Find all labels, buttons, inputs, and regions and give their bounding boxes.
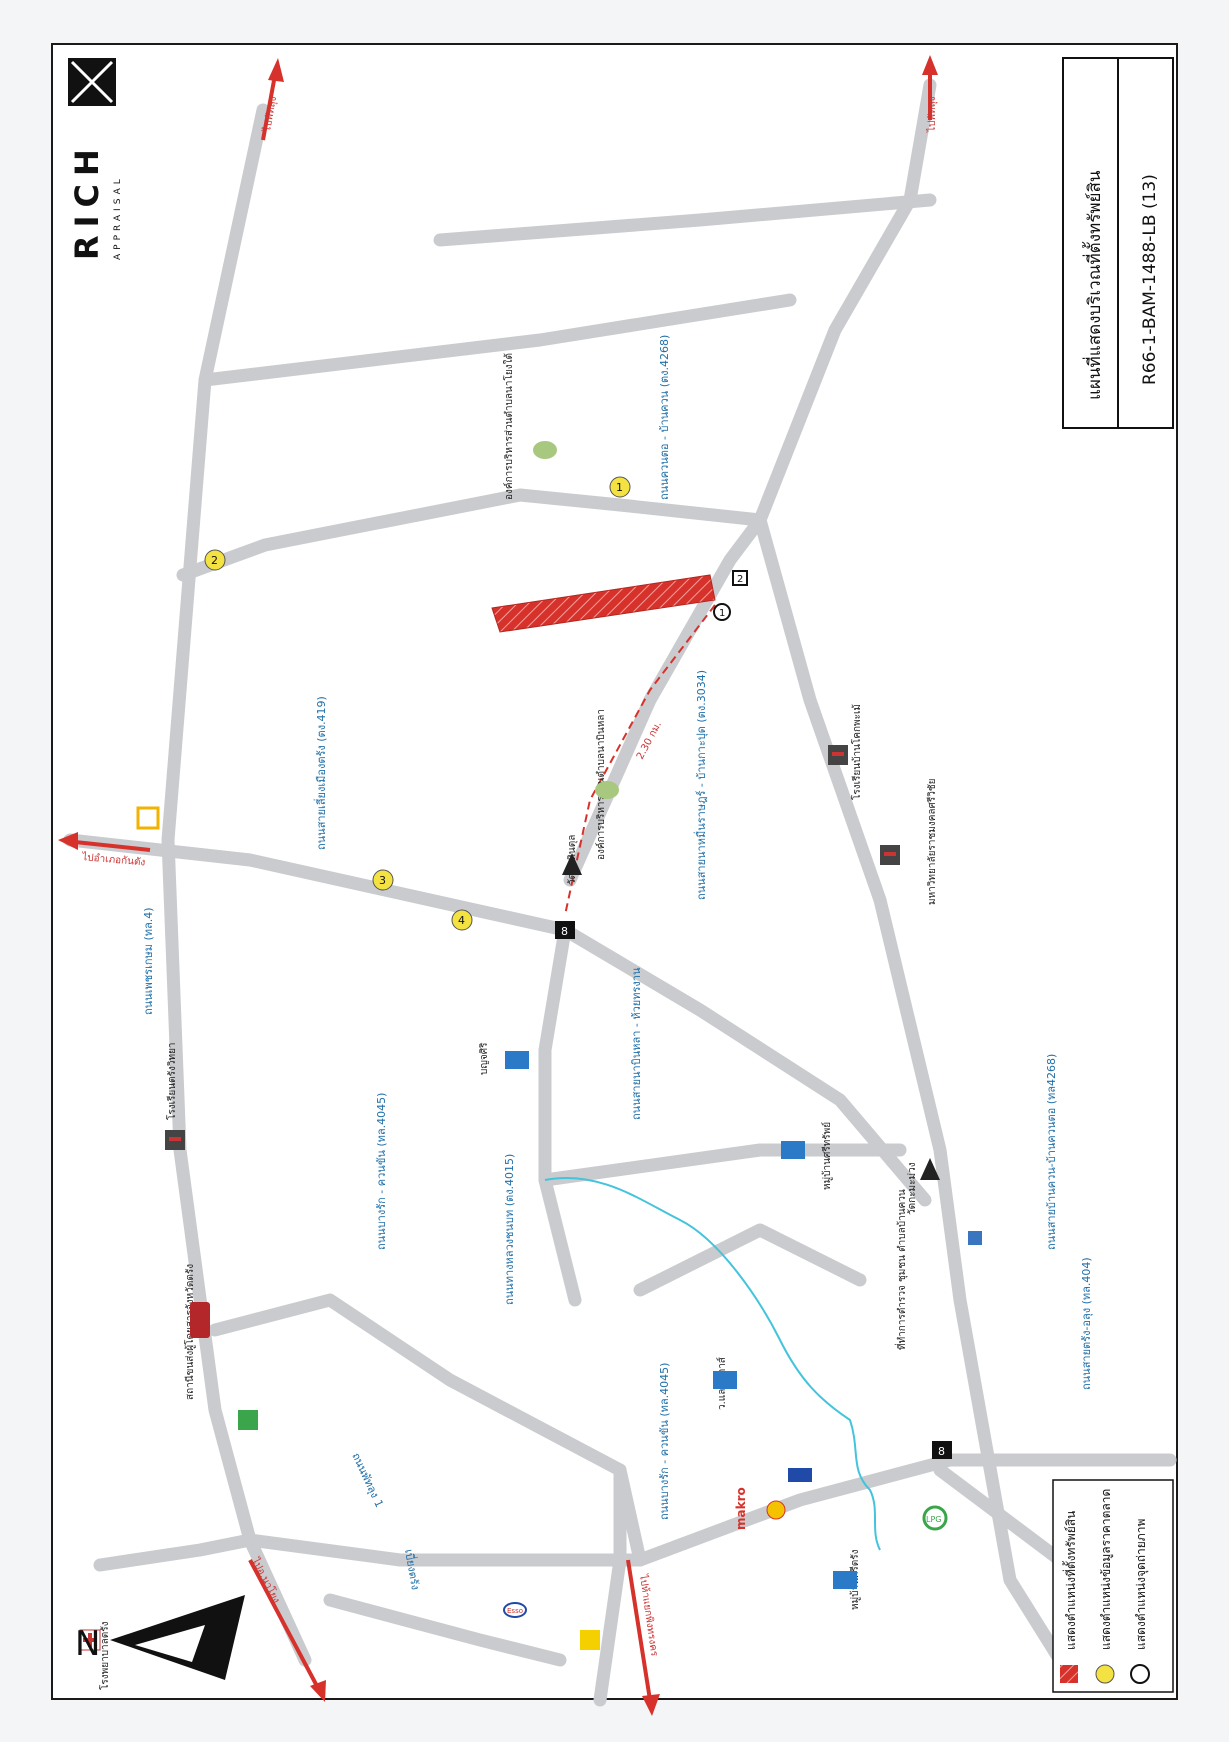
river [544, 1177, 881, 1551]
road-label-4045-lower: ถนนบางรัก - ควนขัน (ทล.4045) [658, 1363, 671, 1520]
svg-text:N: N [75, 1624, 100, 1664]
legend-label-market: แสดงตำแหน่งข้อมูลราคาตลาด [1099, 1489, 1114, 1650]
road-label-404: ถนนสายตรัง-อลุง (ทล.404) [1080, 1257, 1093, 1390]
road-label-4045-upper: ถนนบางรัก - ควนขัน (ทล.4045) [375, 1093, 388, 1250]
village-icon-3 [713, 1371, 737, 1389]
government-icon [533, 441, 557, 459]
place-label-p14: โรงพยาบาลตรัง [98, 1621, 111, 1690]
road-upper-cross [176, 488, 767, 582]
photo-point-2-label: 2 [737, 574, 743, 585]
road-village-1 [538, 1143, 907, 1187]
place-label-p10: ที่ทำการตำรวจ ชุมชน ตำบลบ้านควน [894, 1189, 908, 1350]
svg-text:4: 4 [458, 914, 465, 927]
bigc-icon [580, 1630, 600, 1650]
village-icon-1 [505, 1051, 529, 1069]
shell-icon [766, 1500, 786, 1520]
asset-location [491, 574, 716, 633]
junction-icon-1: 8 [555, 921, 575, 939]
road-trang-bypass [323, 1593, 567, 1667]
road-village-2 [633, 1223, 867, 1297]
village-icon-2 [781, 1141, 805, 1159]
market-marker-4: 4 [451, 909, 473, 931]
lpg-icon: LPG [922, 1505, 948, 1531]
place-label-p5: มหาวิทยาลัยราชมงคลศรีวิชัย [926, 778, 938, 905]
hospital-icon [79, 1629, 101, 1651]
svg-text:8: 8 [561, 925, 568, 938]
market-marker-1: 1 [609, 476, 631, 498]
place-label-p11: สถานีขนส่งผู้โดยสารจังหวัดตรัง [183, 1264, 196, 1400]
gas-station-icon [136, 806, 160, 830]
place-label-p6: โรงเรียนตรังวิทยา [165, 1042, 178, 1120]
photo-point-1: 1 [713, 603, 731, 621]
school-icon-2 [165, 1130, 185, 1150]
bank-icon [238, 1410, 258, 1430]
direction-arrow-left: ไปอำเภอกันตัง [58, 832, 151, 869]
road-label-4015: ถนนทางหลวงชนบท (ตง.4015) [503, 1154, 516, 1305]
bigc-icon-2 [788, 1468, 812, 1482]
legend-photo-swatch [1130, 1664, 1150, 1684]
bus-icon [190, 1302, 210, 1338]
svg-text:ไปอำเภอกันตัง: ไปอำเภอกันตัง [81, 851, 146, 869]
road-label-bankhuan: ถนนสายบ้านควน-บ้านควนตอ (ทล4268) [1045, 1054, 1058, 1250]
place-label-p4: โรงเรียนบ้านโคกพะเม้ [850, 704, 863, 800]
market-marker-2: 2 [204, 549, 226, 571]
place-label-p8: หมู่บ้านศรีทรัพย์ [821, 1122, 833, 1190]
road-label-phetkasem: ถนนเพชรเกษม (ทล.4) [142, 907, 155, 1015]
road-bottom-right [933, 1463, 1067, 1567]
legend: แสดงตำแหน่งที่ตั้งทรัพย์สิน แสดงตำแหน่งข… [1052, 1479, 1174, 1693]
photo-point-2: 2 [732, 570, 748, 586]
svg-text:1: 1 [616, 481, 623, 494]
svg-text:2: 2 [211, 554, 218, 567]
svg-text:ไปพัทลุง: ไปพัทลุง [926, 96, 938, 133]
road-label-nabinla: ถนนสายนาบินหลา - ห้วยทรงาน [630, 967, 643, 1120]
svg-text:LPG: LPG [926, 1515, 941, 1524]
junction-icon-2: 8 [932, 1441, 952, 1459]
police-icon [968, 1231, 982, 1245]
road-label-4268: ถนนควนตอ - บ้านควน (ตง.4268) [658, 335, 671, 500]
road-bottom-left [243, 1533, 647, 1567]
map-title: แผนที่แสดงบริเวณที่ตั้งทรัพย์สิน [1082, 170, 1105, 400]
place-label-p9: วัดกะมะม่วง [907, 1162, 918, 1215]
photo-point-1-label: 1 [719, 608, 725, 619]
legend-asset-swatch [1060, 1665, 1078, 1683]
svg-text:3: 3 [379, 874, 386, 887]
road-network [63, 78, 1177, 1707]
road-3034-south [538, 923, 582, 1307]
distance-line [564, 604, 716, 916]
university-icon [880, 845, 900, 865]
title-block: แผนที่แสดงบริเวณที่ตั้งทรัพย์สิน R66-1-B… [1062, 57, 1174, 429]
road-lower-right [753, 513, 1067, 1667]
temple-icon [562, 853, 582, 875]
map-reference: R66-1-BAM-1488-LB (13) [1140, 174, 1160, 385]
svg-text:APPRAISAL: APPRAISAL [113, 175, 123, 260]
north-arrow-icon: N [75, 1595, 245, 1680]
road-label-419: ถนนสายเลี่ยงเมืองตรัง (ตง.419) [313, 696, 328, 850]
svg-text:RICH: RICH [68, 141, 106, 260]
svg-text:8: 8 [938, 1445, 945, 1458]
place-label-p7: บญจศิริ [479, 1042, 490, 1075]
legend-label-asset: แสดงตำแหน่งที่ตั้งทรัพย์สิน [1062, 1511, 1078, 1650]
rich-logo: RICH APPRAISAL [68, 58, 123, 260]
road-loop-top [433, 193, 937, 247]
government-icon-2 [595, 781, 619, 799]
road-top-branch [198, 293, 797, 387]
svg-text:Esso: Esso [507, 1607, 523, 1615]
market-marker-3: 3 [372, 869, 394, 891]
road-left-lower [93, 1533, 257, 1572]
road-4045 [208, 1293, 647, 1567]
legend-label-photo: แสดงตำแหน่งจุดถ่ายภาพ [1134, 1519, 1149, 1650]
road-bottom-404 [633, 1453, 1177, 1567]
village-icon-4 [833, 1571, 857, 1589]
legend-market-swatch [1095, 1664, 1115, 1684]
esso-icon: Esso [503, 1602, 527, 1618]
school-icon [828, 745, 848, 765]
direction-arrow-top-right: ไปพัทลุง [922, 55, 938, 133]
place-label-p1: องค์การบริหารส่วนตำบลนาโยงใต้ [502, 353, 515, 500]
temple-icon-2 [920, 1158, 940, 1180]
makro-logo: makro [734, 1487, 748, 1530]
road-label-3034: ถนนสายนาหมื่นราษฎร์ - บ้านกาะปุด (ตง.303… [693, 670, 708, 900]
